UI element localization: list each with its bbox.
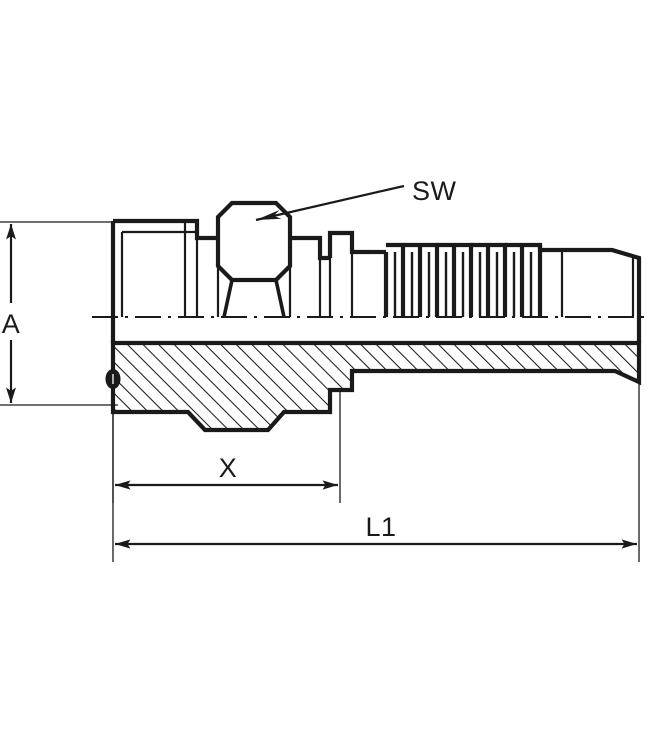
hex-nut-flank-lines xyxy=(222,279,286,318)
hex-flank-right xyxy=(274,279,286,318)
sw-label: SW xyxy=(412,176,457,206)
dim-x-label: X xyxy=(219,453,238,483)
hex-flank-left xyxy=(222,279,234,318)
section-hatched-body xyxy=(110,340,642,433)
ferrule-band-top xyxy=(540,247,642,343)
dim-l1-label: L1 xyxy=(365,512,396,542)
thread-detail-lines xyxy=(120,221,635,317)
o-ring-seal-detail xyxy=(105,369,121,389)
threaded-end-outline xyxy=(113,218,218,241)
dim-a-label: A xyxy=(2,309,21,339)
hose-barb-valley-lines xyxy=(393,252,533,317)
dimension-l1-group: L1 xyxy=(112,380,640,562)
dimension-a-group: A xyxy=(0,221,118,406)
sw-leader-line xyxy=(255,184,405,222)
section-fill xyxy=(113,343,639,430)
hose-barb-ribs xyxy=(383,242,543,317)
section-outline xyxy=(110,340,642,433)
sw-callout-group: SW xyxy=(255,176,457,222)
